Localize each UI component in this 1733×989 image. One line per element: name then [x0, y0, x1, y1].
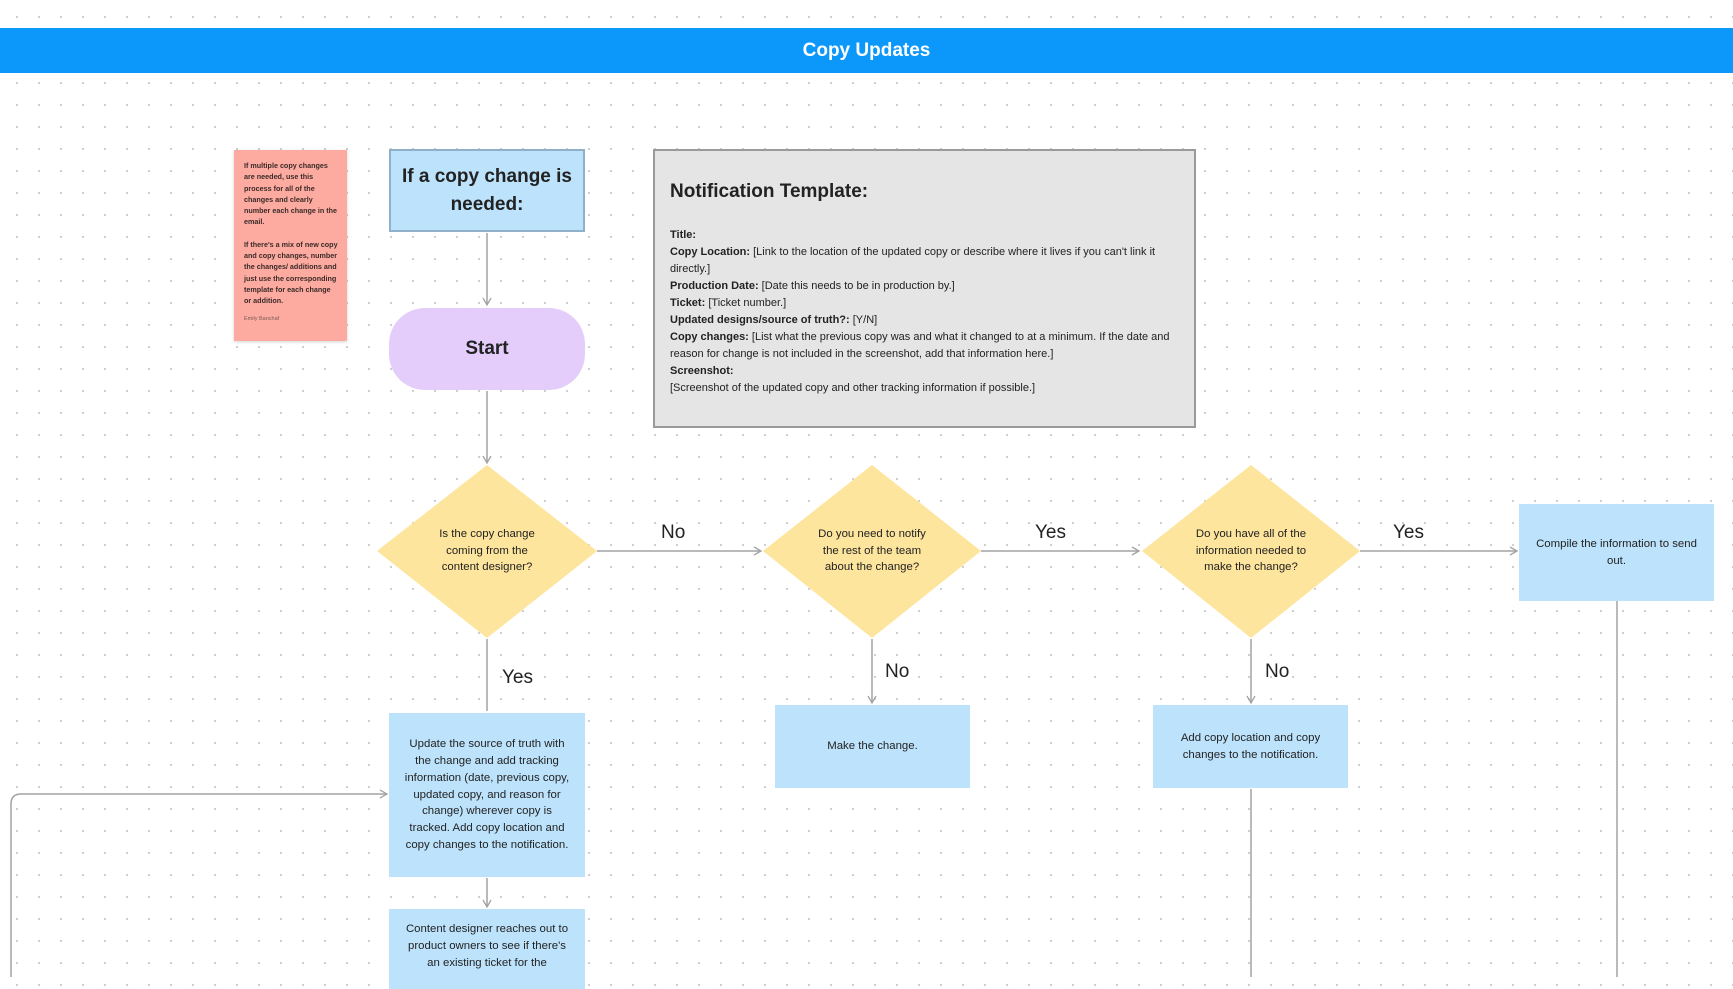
- compile-info-label: Compile the information to send out.: [1536, 537, 1697, 567]
- make-change-box[interactable]: Make the change.: [775, 705, 970, 788]
- template-row-copy-location: Copy Location: [Link to the location of …: [670, 246, 1156, 275]
- template-row-screenshot-desc: [Screenshot of the updated copy and othe…: [670, 382, 1036, 394]
- sticky-note-author: Emily Banchaf: [244, 315, 280, 322]
- update-source-box[interactable]: Update the source of truth with the chan…: [389, 713, 585, 877]
- board-title: Copy Updates: [802, 39, 931, 61]
- start-node[interactable]: Start: [389, 308, 585, 390]
- sticky-note-para2: If there's a mix of new copy and copy ch…: [244, 239, 338, 306]
- decision-1-text: Is the copy change coming from the conte…: [439, 527, 535, 574]
- notification-template-box[interactable]: Notification Template: Title: Copy Locat…: [653, 149, 1196, 428]
- add-location-label: Add copy location and copy changes to th…: [1180, 731, 1321, 761]
- update-source-label: Update the source of truth with the chan…: [404, 738, 570, 851]
- decision-2-text: Do you need to notify the rest of the te…: [818, 527, 926, 574]
- template-row-updated-designs: Updated designs/source of truth?: [Y/N]: [670, 314, 878, 326]
- template-row-screenshot: Screenshot:: [670, 365, 734, 377]
- decision-diamond-3: [1142, 465, 1360, 638]
- trigger-label: If a copy change is needed:: [402, 165, 572, 215]
- decision-diamond-1: [377, 465, 597, 638]
- template-row-title: Title:: [670, 229, 697, 241]
- edge-label-d3-yes: Yes: [1393, 522, 1424, 543]
- start-label: Start: [465, 337, 509, 359]
- edge-label-d1-yes: Yes: [502, 667, 533, 688]
- make-change-label: Make the change.: [827, 740, 918, 753]
- template-row-copy-changes: Copy changes: [List what the previous co…: [670, 331, 1170, 360]
- reach-out-label: Content designer reaches out to product …: [405, 923, 569, 969]
- sticky-note[interactable]: If multiple copy changes are needed, use…: [234, 150, 347, 341]
- edge-label-d3-no: No: [1265, 661, 1290, 682]
- compile-info-box[interactable]: Compile the information to send out.: [1519, 504, 1714, 601]
- template-row-production-date: Production Date: [Date this needs to be …: [670, 280, 955, 292]
- trigger-box[interactable]: If a copy change is needed:: [389, 149, 585, 232]
- template-row-ticket: Ticket: [Ticket number.]: [670, 297, 787, 309]
- board-title-banner: Copy Updates: [0, 28, 1733, 73]
- edge-label-d2-no: No: [885, 661, 910, 682]
- decision-3-text: Do you have all of the information neede…: [1195, 527, 1307, 574]
- notification-template-body: Title: Copy Location: [Link to the locat…: [670, 227, 1180, 397]
- sticky-note-para1: If multiple copy changes are needed, use…: [244, 161, 338, 227]
- edge-label-d2-yes: Yes: [1035, 522, 1066, 543]
- reach-out-box[interactable]: Content designer reaches out to product …: [389, 909, 585, 989]
- decision-diamond-2: [763, 465, 981, 638]
- edge-label-d1-no: No: [661, 522, 686, 543]
- add-location-box[interactable]: Add copy location and copy changes to th…: [1153, 705, 1348, 788]
- connector-loop-back: [10, 789, 389, 977]
- notification-template-title: Notification Template:: [670, 181, 869, 202]
